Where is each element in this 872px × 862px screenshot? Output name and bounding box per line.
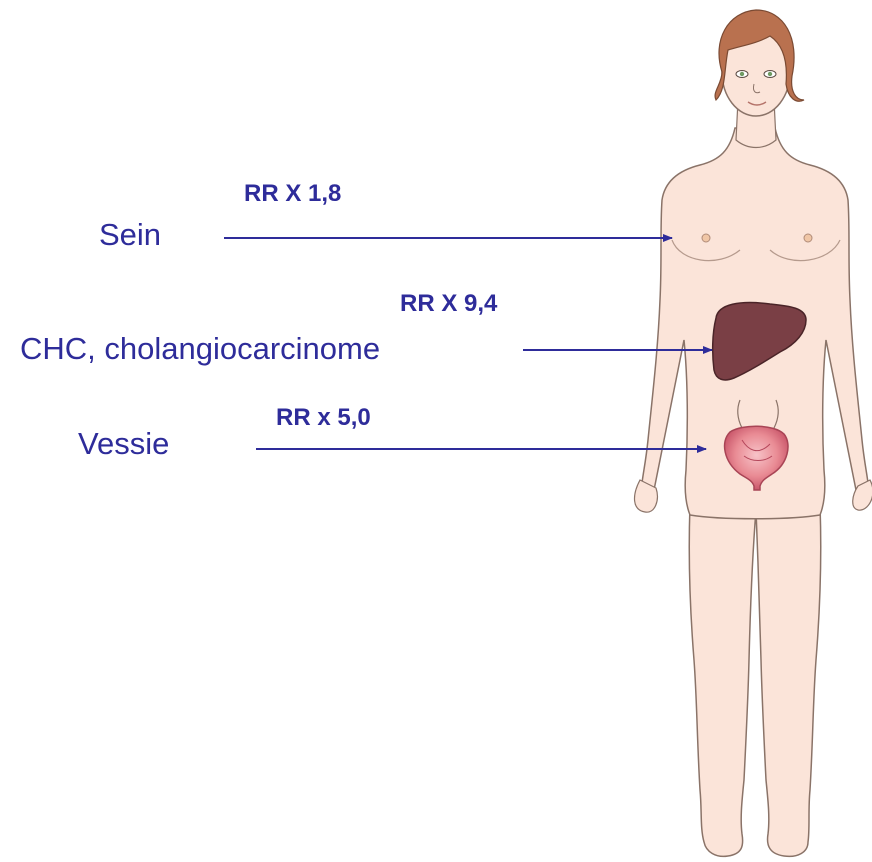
label-chc: CHC, cholangiocarcinome [20,333,380,364]
rr-chc: RR X 9,4 [400,292,497,316]
rr-vessie: RR x 5,0 [276,406,371,430]
label-sein: Sein [99,219,161,250]
legs [689,505,821,856]
label-vessie: Vessie [78,428,169,459]
rr-sein: RR X 1,8 [244,182,341,206]
